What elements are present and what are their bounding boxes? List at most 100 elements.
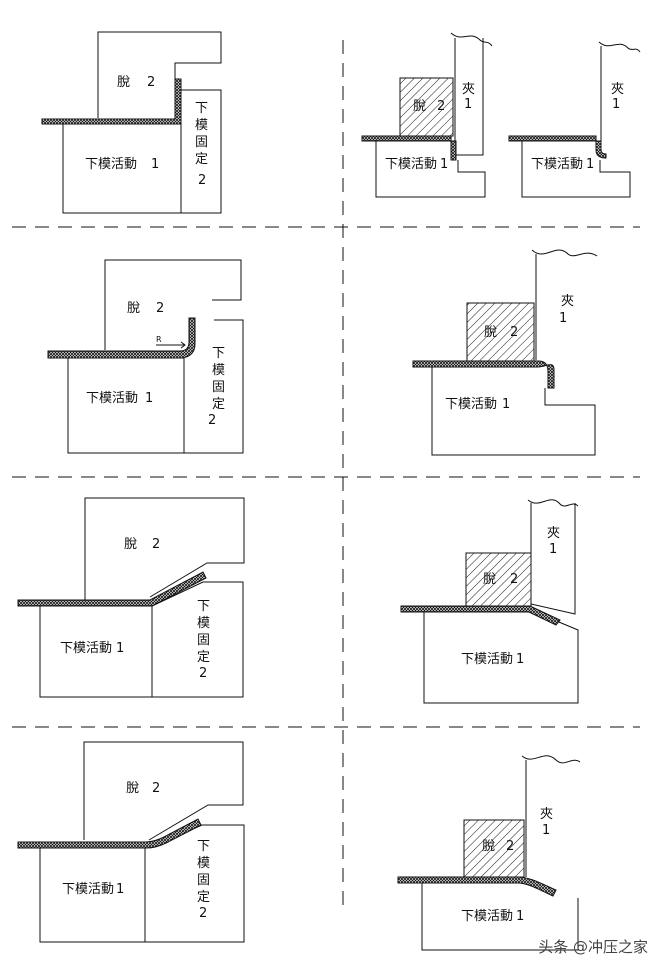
break-line-1 (450, 32, 493, 47)
lower-fixed-die-1 (180, 89, 222, 214)
clamp-label-5: 夾 (540, 807, 553, 822)
fixed-die-char-1c: 固 (195, 135, 208, 150)
moving-die-num-3r: 1 (502, 397, 510, 412)
fixed-die-char-3a: 下 (197, 599, 210, 614)
stripper-hatched-3 (465, 552, 532, 607)
moving-die-label-2: 下模活動 (86, 391, 138, 406)
stripper-label-2r: 脫 (484, 325, 497, 340)
fixed-die-char-4d: 定 (197, 890, 210, 905)
stripper-label-1r: 脫 (413, 99, 426, 114)
fixed-die-char-2c: 固 (212, 380, 225, 395)
fixed-die-num-2: 2 (208, 413, 216, 428)
moving-die-label-4r: 下模活動 (461, 652, 513, 667)
panel-2-right (412, 249, 598, 456)
panel-3-left (17, 497, 245, 698)
moving-die-num-3: 1 (116, 641, 124, 656)
panel-1-right (361, 32, 641, 198)
panel-2-left (47, 259, 244, 454)
stripper-num-4: 2 (152, 781, 160, 796)
panel-4-left (17, 741, 245, 943)
moving-die-num-4r: 1 (516, 652, 524, 667)
panel-3-right (400, 499, 579, 704)
clamp-label-3: 夾 (561, 294, 574, 309)
panel-4-right (397, 755, 581, 951)
fixed-die-char-1b: 模 (195, 118, 208, 133)
fixed-die-char-2b: 模 (212, 363, 225, 378)
sheet-strip-1 (41, 78, 182, 125)
moving-die-label-3r: 下模活動 (445, 397, 497, 412)
break-line-2 (598, 41, 641, 53)
stripper-label-3: 脫 (124, 537, 137, 552)
stripper-label-4r: 脫 (482, 839, 495, 854)
fixed-die-char-4b: 模 (197, 856, 210, 871)
moving-die-label-1r: 下模活動 (385, 157, 437, 172)
stripper-block-2 (104, 259, 242, 350)
sheet-strip-5r (397, 876, 557, 897)
fixed-die-char-4c: 固 (197, 873, 210, 888)
lower-moving-die-3r (431, 367, 596, 456)
fixed-die-char-3b: 模 (197, 616, 210, 631)
break-line-3 (531, 249, 598, 257)
clamp-num-2: 1 (612, 97, 620, 112)
lower-moving-die-1r (375, 141, 486, 198)
fixed-die-char-3d: 定 (197, 650, 210, 665)
fixed-die-num-3: 2 (199, 666, 207, 681)
radius-arrowhead (180, 341, 186, 349)
moving-die-num-2: 1 (145, 391, 153, 406)
stripper-num-4r: 2 (506, 839, 514, 854)
sheet-strip-2 (47, 317, 196, 359)
stripper-num-2r: 2 (510, 325, 518, 340)
stripper-block-1 (97, 31, 222, 118)
clamp-block-4 (530, 503, 576, 615)
sheet-strip-1r (361, 135, 457, 161)
moving-die-label-4: 下模活動 (62, 882, 114, 897)
moving-die-num-4: 1 (116, 882, 124, 897)
clamp-label-1: 夾 (462, 82, 475, 97)
watermark: 头条 @冲压之家 (538, 938, 648, 956)
clamp-block-1 (454, 38, 484, 156)
moving-die-label-5r: 下模活動 (461, 909, 513, 924)
moving-die-label-3: 下模活動 (60, 641, 112, 656)
lower-fixed-die-3 (151, 581, 244, 698)
moving-die-num-1: 1 (151, 157, 159, 172)
moving-die-label-1: 下模活動 (85, 157, 137, 172)
fixed-die-num-1: 2 (198, 173, 206, 188)
moving-die-label-2r: 下模活動 (531, 157, 583, 172)
fixed-die-char-4a: 下 (197, 839, 210, 854)
fixed-die-num-4: 2 (199, 906, 207, 921)
clamp-label-4: 夾 (547, 526, 560, 541)
radius-label: R (156, 335, 162, 344)
stripper-hatched-2 (466, 302, 535, 362)
panel-1-left (41, 31, 222, 214)
fixed-die-char-1a: 下 (195, 101, 208, 116)
stripper-label-1: 脫 (117, 75, 130, 90)
break-line-5 (521, 755, 581, 764)
moving-die-num-2r: 1 (586, 157, 594, 172)
clamp-num-3: 1 (559, 311, 567, 326)
lower-moving-die-5r (421, 883, 579, 951)
clamp-num-4: 1 (549, 542, 557, 557)
stripper-label-4: 脫 (126, 781, 139, 796)
stripper-label-2: 脫 (127, 301, 140, 316)
stripper-num-1r: 2 (437, 99, 445, 114)
clamp-num-1: 1 (464, 97, 472, 112)
fixed-die-char-1d: 定 (195, 152, 208, 167)
stripper-num-3r: 2 (510, 572, 518, 587)
clamp-num-5: 1 (542, 823, 550, 838)
sheet-strip-3 (17, 571, 207, 607)
lower-fixed-die-2 (183, 319, 244, 454)
stripper-num-3: 2 (152, 537, 160, 552)
sheet-strip-2r (508, 135, 607, 159)
fixed-die-char-3c: 固 (197, 633, 210, 648)
stripper-block-4 (83, 741, 244, 841)
lower-moving-die-4r (423, 611, 579, 704)
fixed-die-char-2d: 定 (212, 397, 225, 412)
stripper-num-2: 2 (156, 301, 164, 316)
sheet-strip-3r (412, 360, 555, 389)
stripper-num-1: 2 (147, 75, 155, 90)
fixed-die-char-2a: 下 (212, 346, 225, 361)
sheet-strip-4r (400, 605, 561, 626)
moving-die-num-1r: 1 (440, 157, 448, 172)
